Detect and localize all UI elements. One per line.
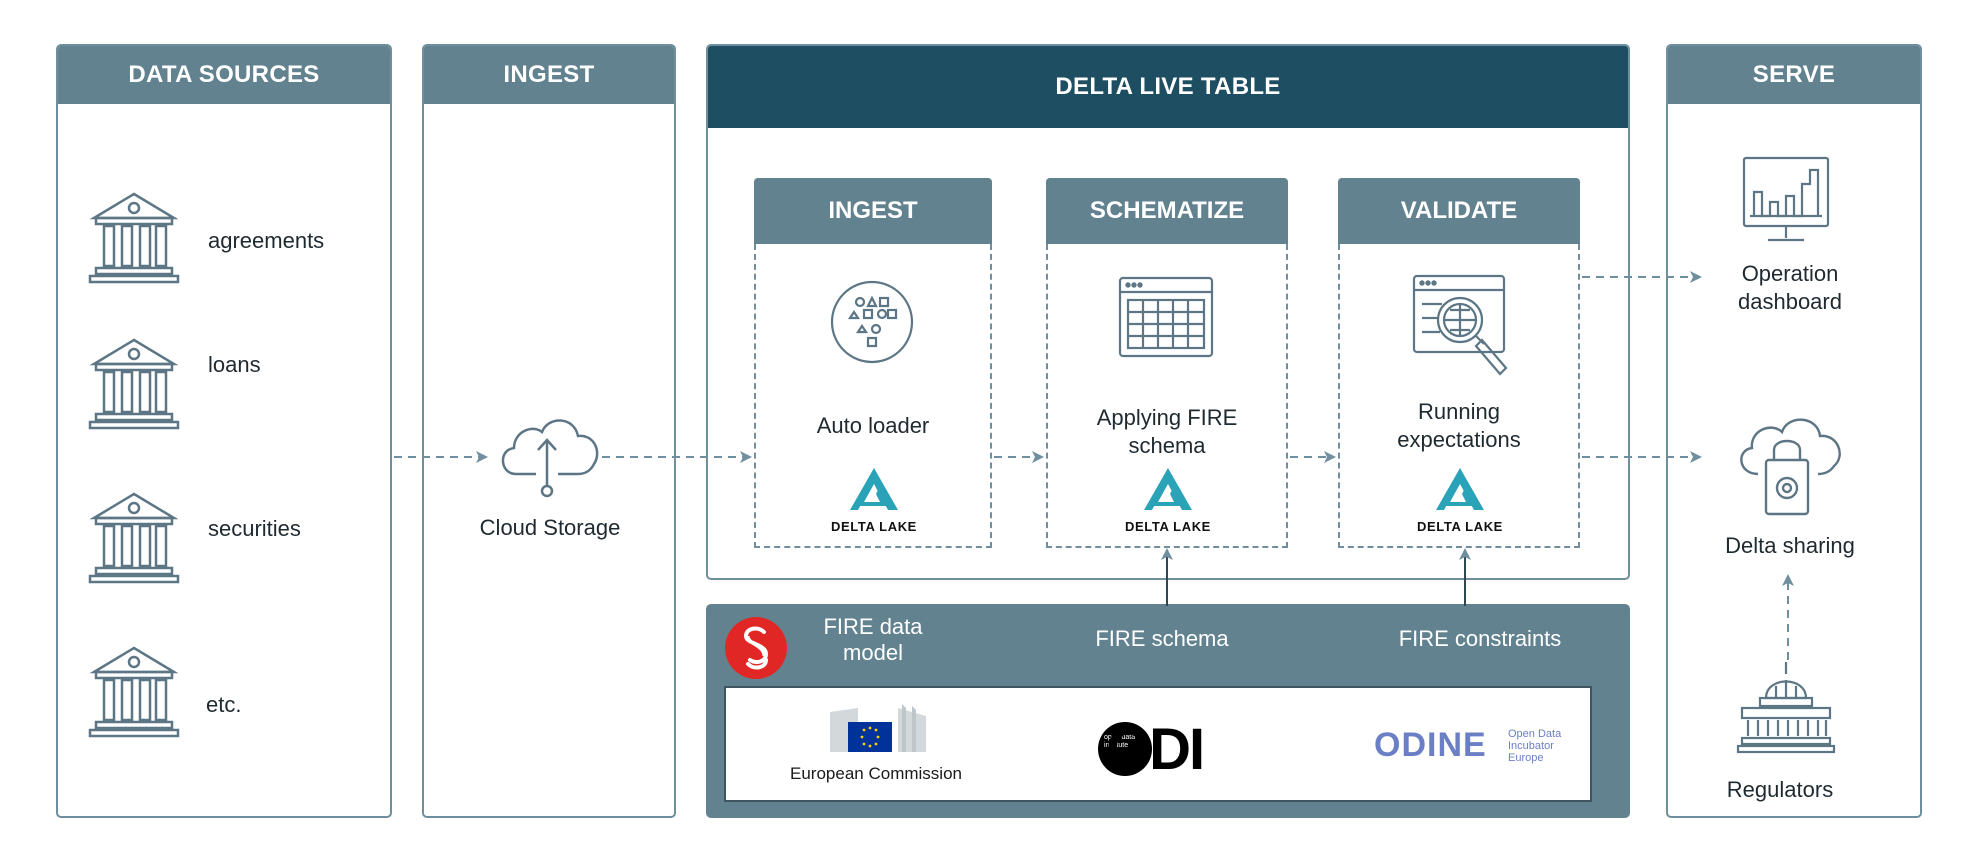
- fire-logo-icon: [725, 617, 787, 679]
- odine-logo-text: ODINE: [1374, 726, 1487, 764]
- stage-validate: VALIDATE: [1338, 178, 1580, 548]
- fire-data-model-label: FIRE data model: [823, 614, 923, 665]
- bank-icon: [88, 192, 180, 284]
- ingest-panel: INGEST: [422, 44, 676, 818]
- delta-lake-label: DELTA LAKE: [831, 519, 917, 534]
- odi-logo-icon: open data institute ODI: [1098, 717, 1224, 782]
- delta-lake-label: DELTA LAKE: [1125, 519, 1211, 534]
- delta-sharing-label: Delta sharing: [1725, 533, 1855, 558]
- delta-lake-label: DELTA LAKE: [1417, 519, 1503, 534]
- cloud-storage-label: Cloud Storage: [479, 515, 621, 540]
- delta-lake-logo-icon: [850, 468, 898, 510]
- odi-logo-circle: [1098, 722, 1152, 776]
- source-securities: securities: [208, 516, 301, 541]
- delta-lake-logo-icon: [1436, 468, 1484, 510]
- fire-constraints-label: FIRE constraints: [1398, 626, 1562, 651]
- capitol-building-icon: [1736, 662, 1836, 754]
- european-commission-logo-icon: [830, 704, 926, 752]
- stage-validate-header: VALIDATE: [1338, 178, 1580, 244]
- fire-schema-label: FIRE schema: [1095, 626, 1229, 651]
- cloud-lock-icon: [1740, 418, 1841, 516]
- schema-grid-icon: [1118, 276, 1214, 358]
- source-etc: etc.: [206, 692, 242, 717]
- validate-magnifier-icon: [1412, 274, 1508, 376]
- serve-panel: SERVE: [1666, 44, 1922, 818]
- auto-loader-label: Auto loader: [816, 413, 930, 438]
- applying-fire-schema-label: Applying FIRE schema: [1096, 405, 1238, 458]
- odi-logo-small-text: open data institute: [1104, 734, 1136, 749]
- regulators-label: Regulators: [1726, 777, 1834, 802]
- stage-schematize-header: SCHEMATIZE: [1046, 178, 1288, 244]
- dashboard-monitor-icon: [1742, 156, 1830, 242]
- stage-schematize: SCHEMATIZE: [1046, 178, 1288, 548]
- odine-logo-small-text: Open Data Incubator Europe: [1508, 728, 1562, 764]
- ingest-header: INGEST: [424, 46, 674, 104]
- cloud-upload-icon: [501, 419, 599, 498]
- data-sources-header: DATA SOURCES: [58, 46, 390, 104]
- bank-icon: [88, 492, 180, 584]
- serve-header: SERVE: [1668, 46, 1920, 104]
- delta-lake-logo-icon: [1144, 468, 1192, 510]
- running-expectations-label: Running expectations: [1397, 399, 1521, 452]
- source-loans: loans: [208, 352, 261, 377]
- delta-live-table-header: DELTA LIVE TABLE: [708, 46, 1628, 128]
- odi-logo-text: ODI: [1106, 717, 1205, 782]
- operation-dashboard-label: Operation dashboard: [1738, 261, 1842, 314]
- stage-ingest-header: INGEST: [754, 178, 992, 244]
- data-sources-panel: DATA SOURCES: [56, 44, 392, 818]
- source-agreements: agreements: [208, 228, 325, 253]
- stage-ingest: INGEST: [754, 178, 992, 548]
- european-commission-label: European Commission: [790, 764, 962, 783]
- auto-loader-icon: [830, 280, 914, 364]
- bank-icon: [88, 338, 180, 430]
- bank-icon: [88, 646, 180, 738]
